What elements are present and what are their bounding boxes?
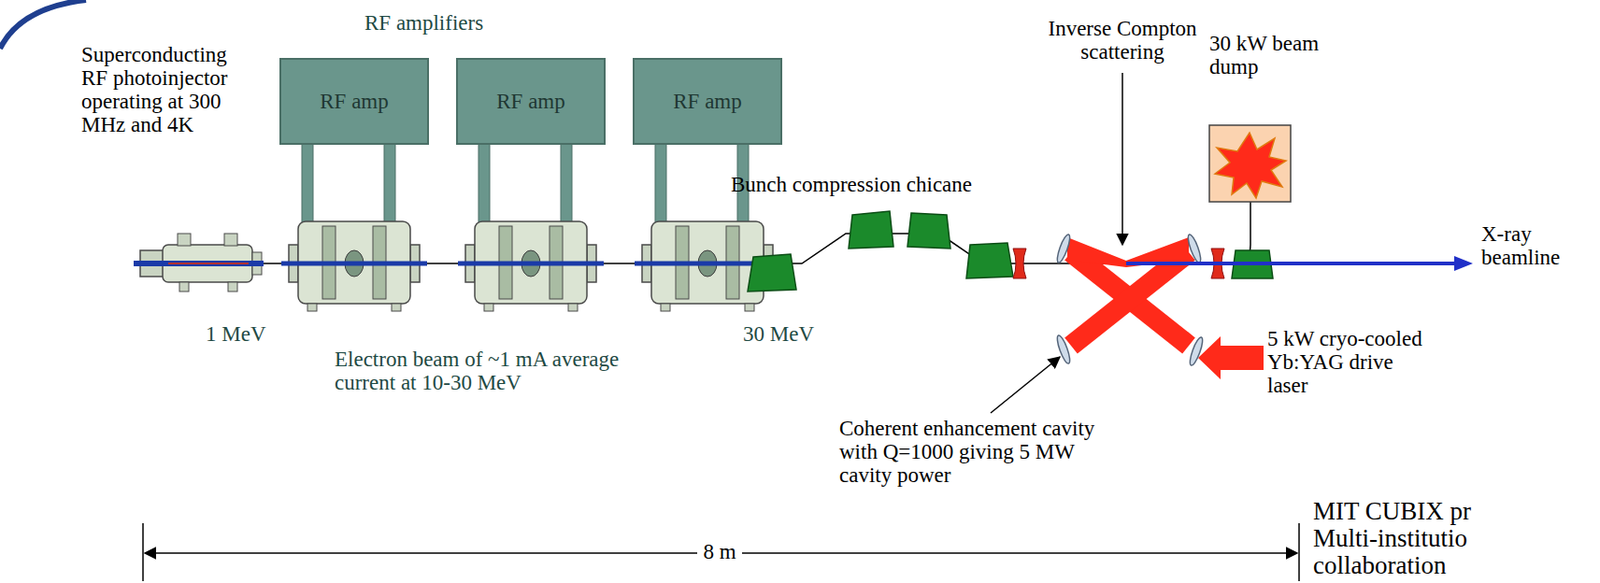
dimension-label: 8 m [697,540,742,564]
ics-label: Inverse Compton scattering [1040,16,1205,64]
waveguides [301,140,749,223]
energy-label: 30 MeV [742,322,815,346]
box-label: RF amp [672,89,742,114]
rf-amplifier-box: RF amp [279,57,429,145]
energy-label: 1 MeV [205,322,267,346]
project-note: MIT CUBIX pr [1313,498,1472,526]
chicane-label: Bunch compression chicane [730,172,972,197]
dimension-line [142,523,1300,582]
pointer-arrow [1121,72,1124,245]
srf-cavity [281,221,428,312]
enhancement-cavity-laser [1067,237,1264,380]
srf-cavity [457,221,604,312]
injector-label: Superconducting RF photoinjector operati… [81,42,248,137]
beam-dump [1209,125,1291,202]
region-heading: RF amplifiers [364,11,484,35]
pointer-arrow [990,357,1060,414]
photoinjector [133,233,264,292]
box-label: RF amp [496,89,565,114]
project-note: Multi-institutio [1313,525,1468,553]
cavity-mirrors [1055,233,1205,368]
dump-label: 30 kW beam dump [1209,31,1341,79]
beamline-label: X-ray beamline [1481,222,1580,270]
cavity-label: Coherent enhancement cavity with Q=1000 … [839,416,1103,487]
logo-arc [0,0,86,49]
x-ray-beam [1126,261,1457,266]
x-ray-arrowhead [1454,256,1473,272]
rf-amplifier-box: RF amp [456,57,606,145]
beam-note: Electron beam of ~1 mA average current a… [334,347,658,395]
project-note: collaboration [1313,552,1446,580]
box-label: RF amp [319,89,388,114]
chicane-magnets [747,211,1273,292]
rf-amplifier-box: RF amp [632,57,783,145]
laser-label: 5 kW cryo-cooled Yb:YAG drive laser [1267,327,1430,398]
